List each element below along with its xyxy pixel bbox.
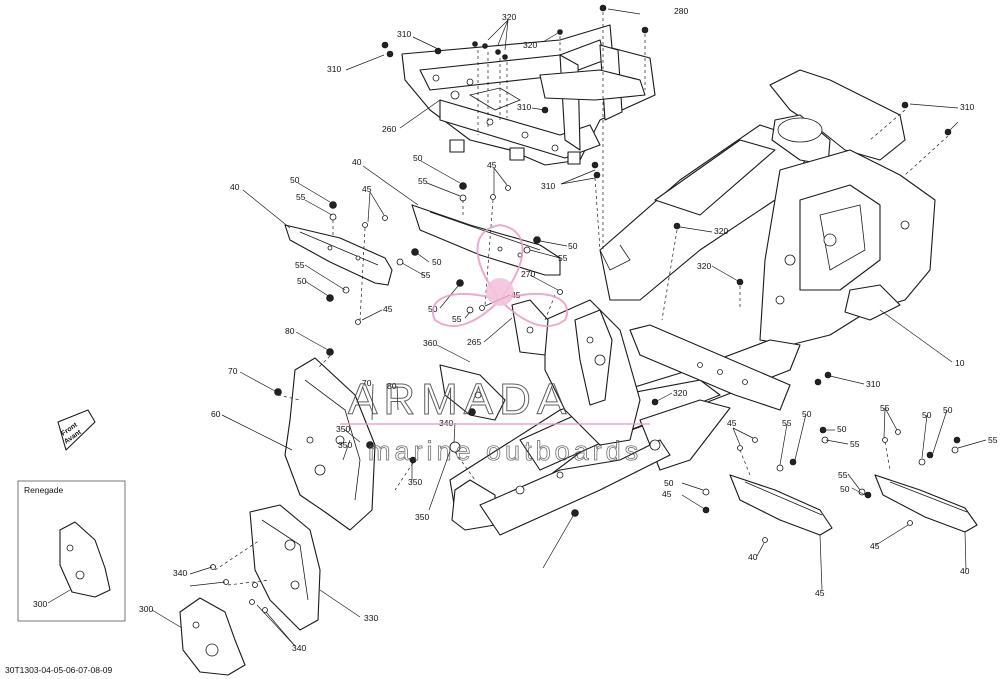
callout-320e: 320 (673, 388, 687, 398)
callout-340c: 340 (292, 643, 306, 653)
callout-350b: 350 (338, 440, 352, 450)
callout-300b: 300 (33, 599, 47, 609)
callout-55e: 55 (295, 260, 305, 270)
callout-45c: 45 (383, 304, 393, 314)
callout-350a: 350 (336, 424, 350, 434)
bracket-330 (249, 504, 321, 631)
support-40-right-b (874, 474, 978, 533)
watermark: ARMADA marine outboards (340, 223, 650, 466)
support-40-right-a (729, 474, 833, 536)
callout-55j: 55 (988, 435, 998, 445)
main-frame-10 (449, 69, 936, 536)
bracket-265 (511, 299, 549, 356)
callout-50c: 50 (568, 241, 578, 251)
callout-310e: 310 (960, 102, 974, 112)
callout-310d: 310 (541, 181, 555, 191)
inset-title: Renegade (24, 485, 64, 495)
callout-55i: 55 (880, 403, 890, 413)
callout-280: 280 (674, 6, 688, 16)
callout-310c: 310 (517, 102, 531, 112)
diagram-code: 30T1303-04-05-06-07-08-09 (5, 665, 113, 675)
callout-50b: 50 (413, 153, 423, 163)
callout-55b: 55 (418, 176, 428, 186)
callout-40c: 40 (748, 552, 758, 562)
callout-45b: 45 (487, 160, 497, 170)
callout-265: 265 (467, 337, 481, 347)
rear-cross-member-260 (401, 24, 656, 166)
callout-310b: 310 (327, 64, 341, 74)
callout-320b: 320 (523, 40, 537, 50)
callout-70b: 70 (362, 378, 372, 388)
callout-60: 60 (211, 409, 221, 419)
callout-80a: 80 (285, 326, 295, 336)
callout-50d: 50 (432, 257, 442, 267)
callouts: 320 280 310 310 320 310 260 310 310 40 5… (33, 6, 998, 653)
callout-40d: 40 (960, 566, 970, 576)
callout-55k: 55 (838, 470, 848, 480)
callout-45g: 45 (815, 588, 825, 598)
callout-80b: 80 (387, 381, 397, 391)
callout-300a: 300 (139, 604, 153, 614)
bracket-60 (284, 357, 376, 531)
callout-50h: 50 (837, 424, 847, 434)
callout-330: 330 (364, 613, 378, 623)
callout-10: 10 (955, 358, 965, 368)
callout-45f: 45 (662, 489, 672, 499)
callout-270: 270 (521, 269, 535, 279)
callout-45a: 45 (362, 184, 372, 194)
callout-50j: 50 (922, 410, 932, 420)
callout-55a: 55 (296, 192, 306, 202)
callout-70a: 70 (228, 366, 238, 376)
callout-50e: 50 (297, 276, 307, 286)
callout-55d: 55 (421, 270, 431, 280)
callout-50k: 50 (943, 405, 953, 415)
leader-lines (151, 8, 987, 647)
watermark-tagline: marine outboards (368, 436, 642, 466)
callout-310a: 310 (397, 29, 411, 39)
callout-350c: 350 (408, 477, 422, 487)
callout-40b: 40 (352, 157, 362, 167)
bracket-300 (179, 597, 246, 676)
callout-55h: 55 (850, 439, 860, 449)
callout-50l: 50 (840, 484, 850, 494)
support-40-left-lower (284, 224, 393, 286)
callout-55c: 55 (558, 253, 568, 263)
fasteners (210, 4, 961, 613)
callout-55g: 55 (782, 418, 792, 428)
renegade-inset (17, 480, 126, 622)
callout-310f: 310 (866, 379, 880, 389)
assembly-lines (214, 12, 949, 586)
callout-50g: 50 (802, 409, 812, 419)
callout-40a: 40 (230, 182, 240, 192)
callout-320d: 320 (697, 261, 711, 271)
watermark-brand: ARMADA (348, 375, 572, 424)
callout-340a: 340 (439, 418, 453, 428)
bracket-360 (439, 364, 506, 421)
callout-50i: 50 (664, 478, 674, 488)
callout-55f: 55 (452, 314, 462, 324)
callout-45e: 45 (727, 418, 737, 428)
callout-320a: 320 (502, 12, 516, 22)
callout-320c: 320 (714, 226, 728, 236)
callout-50a: 50 (290, 175, 300, 185)
callout-350d: 350 (415, 512, 429, 522)
callout-260: 260 (382, 124, 396, 134)
callout-360: 360 (423, 338, 437, 348)
front-direction-badge (57, 409, 96, 451)
watermark-flower-icon (431, 223, 569, 328)
callout-45h: 45 (870, 541, 880, 551)
callout-340b: 340 (173, 568, 187, 578)
